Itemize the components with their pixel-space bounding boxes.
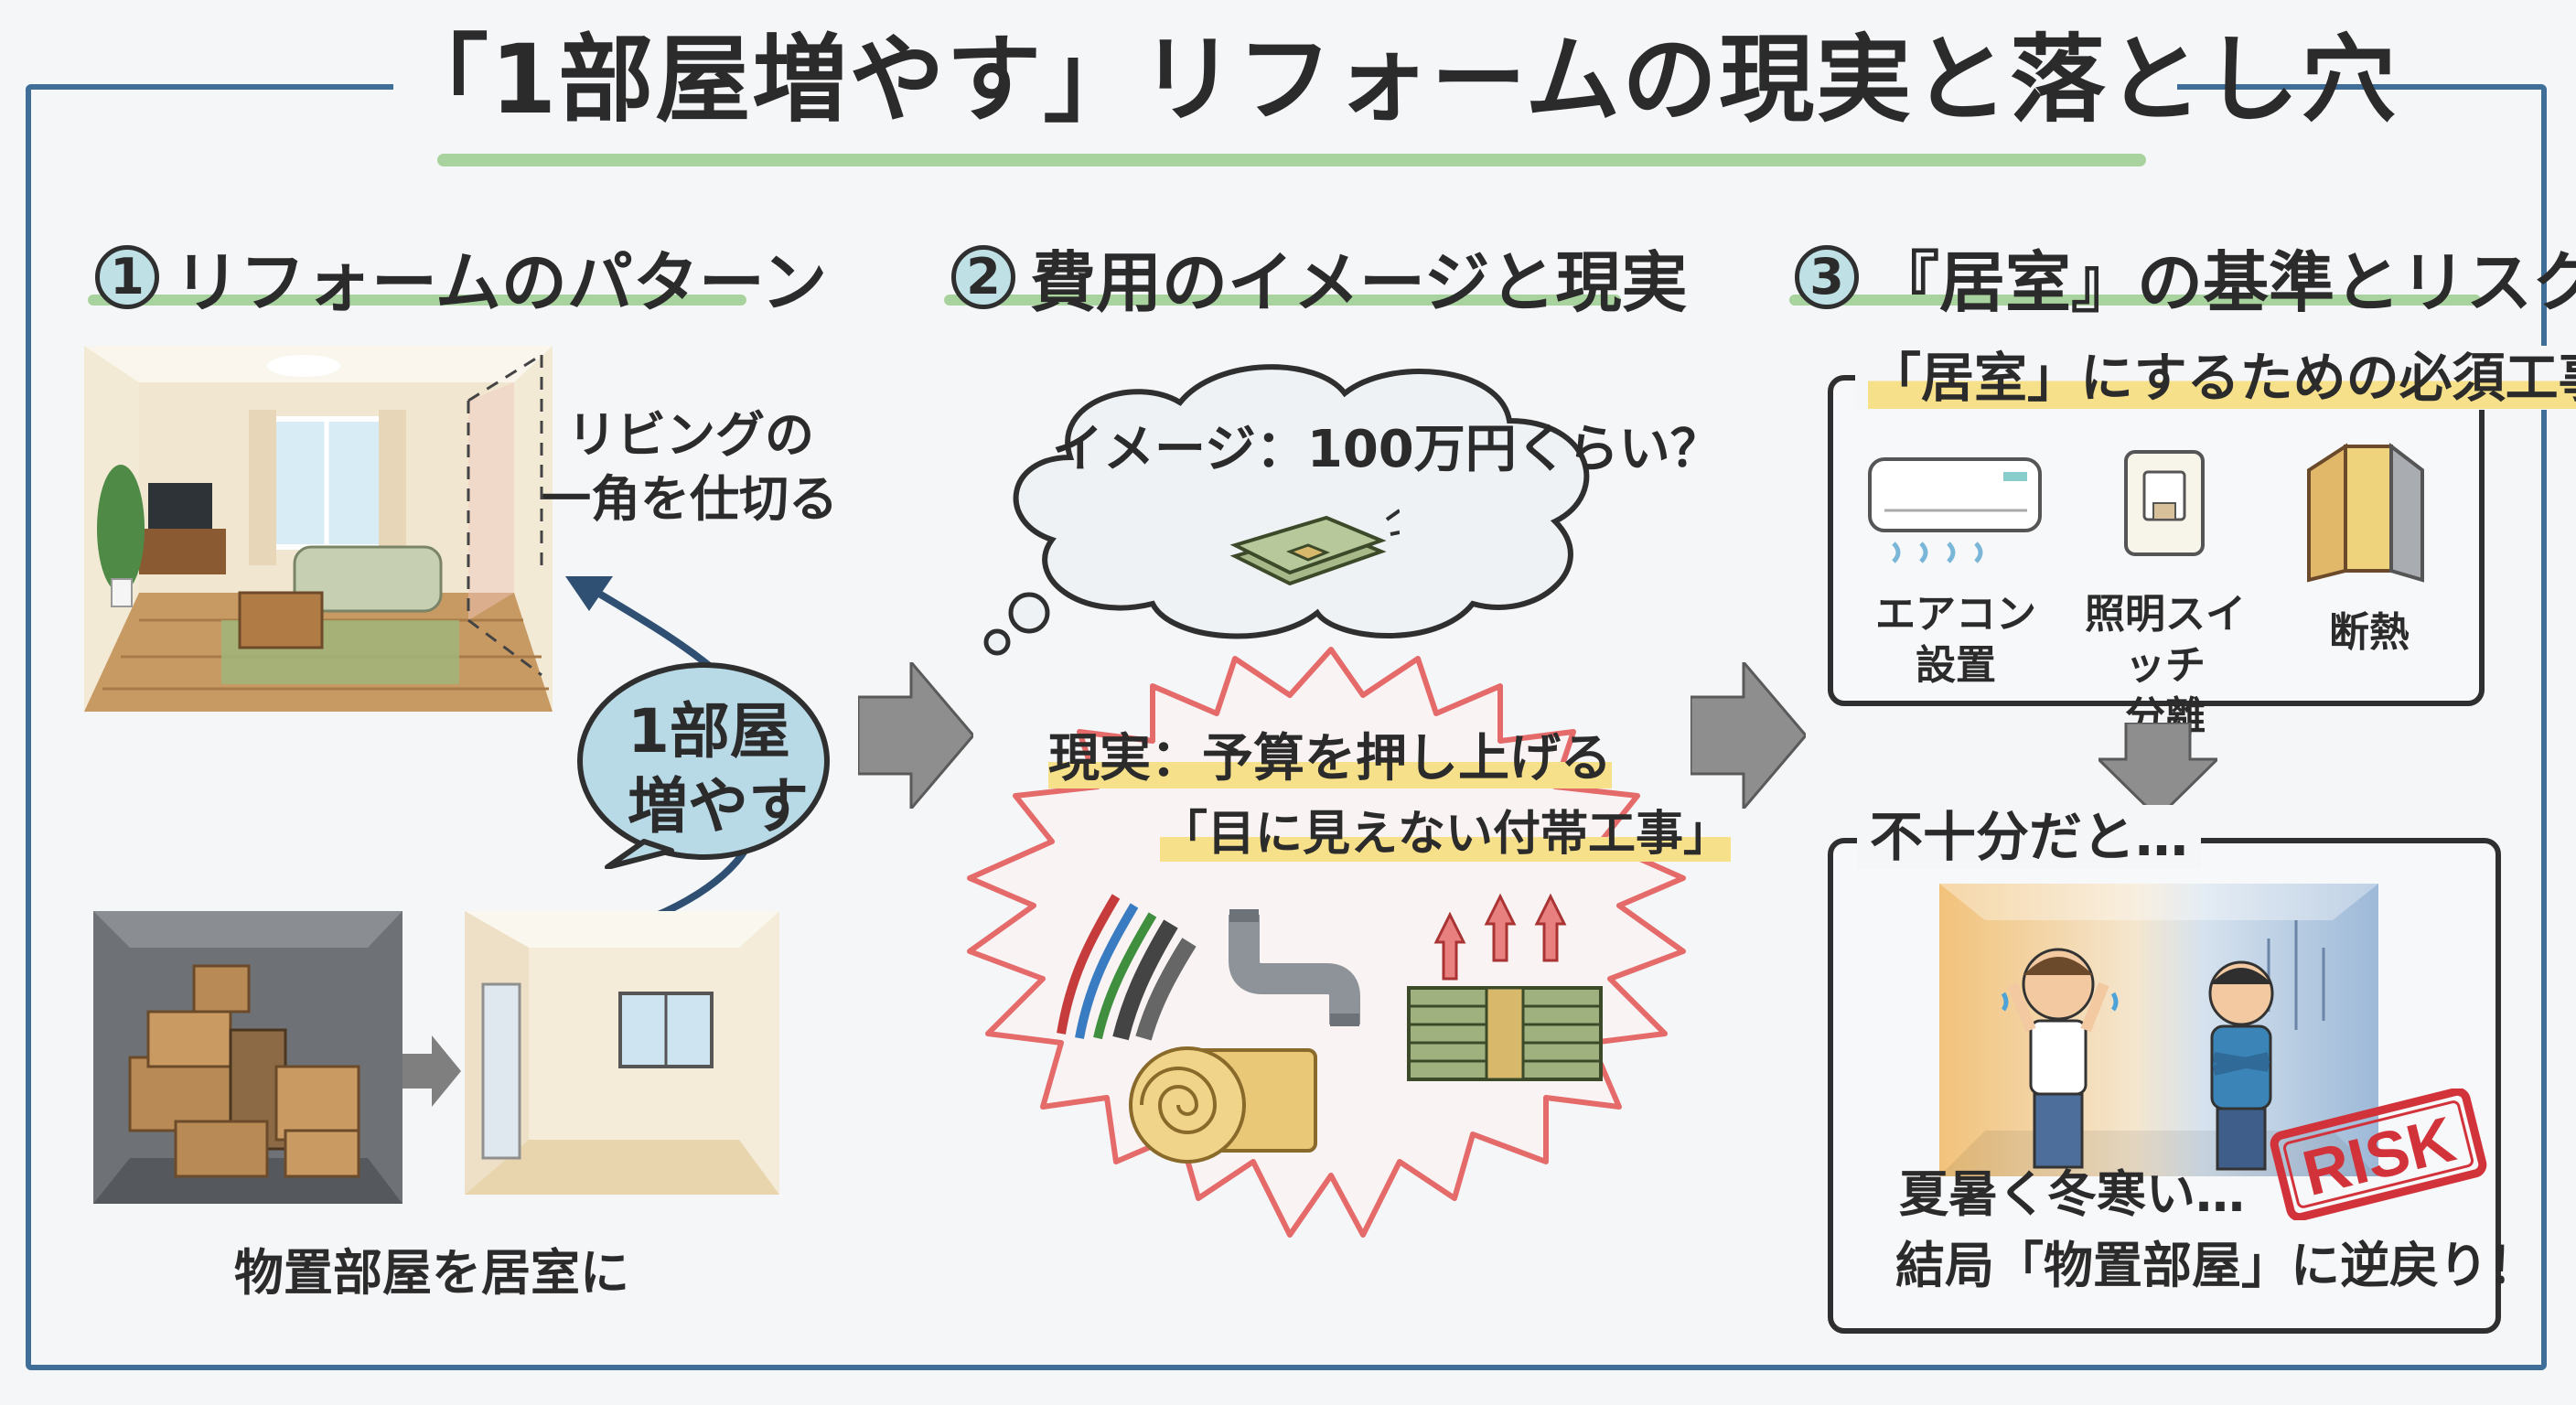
- section3-heading-text: 『居室』の基準とリスク: [1873, 244, 2576, 321]
- center-bubble-line1: 1部屋: [628, 696, 790, 767]
- title-underline: [437, 154, 2146, 166]
- section2-heading-text: 費用のイメージと現実: [1030, 244, 1688, 321]
- section2-underline: [944, 295, 1621, 306]
- cold-hot-room-illustration: [1939, 884, 2378, 1176]
- result-line2: 結局「物置部屋」に逆戻り！: [1895, 1237, 2538, 1294]
- reality-line1-text: 現実：予算を押し上げる: [1048, 729, 1612, 788]
- item-aircon-line2: 設置: [1916, 642, 1996, 689]
- reality-line2-text: 「目に見えない付帯工事」: [1160, 807, 1732, 862]
- pipe-icon: [1229, 909, 1360, 1026]
- arrow-right-icon: [858, 662, 973, 809]
- living-label-line2: 一角を仕切る: [542, 470, 838, 528]
- section3-heading: 3 『居室』の基準とリスク: [1795, 229, 2576, 325]
- light-switch-icon: [2124, 450, 2205, 556]
- insufficient-title: 不十分だと…: [1857, 805, 2202, 869]
- section1-number: 1: [95, 244, 159, 309]
- cables-icon: [1057, 894, 1197, 1041]
- section3-number: 3: [1795, 244, 1859, 309]
- section2-heading: 2 費用のイメージと現実: [951, 229, 1688, 325]
- air-conditioner-icon: [1868, 457, 2042, 563]
- required-works-title-text: 「居室」にするための必須工事: [1868, 347, 2576, 409]
- section3-underline: [1789, 295, 2481, 306]
- section1-heading: 1 リフォームのパターン: [95, 229, 827, 325]
- item-insulation-label: 断熱: [2305, 607, 2433, 659]
- page-title: 「1部屋増やす」リフォームの現実と落とし穴: [393, 20, 2396, 139]
- rising-cost-icon: [1407, 893, 1603, 1081]
- item-aircon-line1: エアコン: [1875, 591, 2036, 638]
- insulation-roll-icon: [1129, 1046, 1317, 1164]
- reality-line1: 現実：予算を押し上げる: [1048, 728, 1612, 790]
- risk-stamp-text: RISK: [2296, 1103, 2462, 1209]
- living-room-illustration: [84, 346, 553, 712]
- risk-stamp: RISK: [2270, 1089, 2487, 1220]
- required-works-title: 「居室」にするための必須工事: [1855, 346, 2576, 410]
- item-insulation-line1: 断熱: [2329, 609, 2410, 656]
- thought-cloud: [983, 364, 1590, 656]
- small-arrow-icon: [402, 1035, 461, 1107]
- center-bubble-line2: 増やす: [628, 771, 809, 842]
- item-switch-line1: 照明スイッチ: [2085, 591, 2246, 689]
- storage-label: 物置部屋を居室に: [234, 1244, 629, 1302]
- section1-heading-text: リフォームのパターン: [174, 244, 828, 321]
- arrow-down-icon: [2098, 723, 2217, 818]
- reality-line2: 「目に見えない付帯工事」: [1160, 803, 1732, 865]
- item-aircon-label: エアコン 設置: [1866, 589, 2045, 692]
- section2-number: 2: [951, 244, 1015, 309]
- money-stack-icon: [1229, 509, 1400, 586]
- image-text: イメージ：100万円くらい？: [1052, 420, 1722, 479]
- empty-room-illustration: [465, 911, 779, 1195]
- section1-underline: [88, 295, 746, 306]
- result-line1: 夏暑く冬寒い…: [1899, 1165, 2245, 1223]
- living-label-line1: リビングの: [567, 406, 814, 464]
- insulation-icon: [2307, 443, 2424, 583]
- storage-room-illustration: [93, 911, 402, 1204]
- item-switch-label: 照明スイッチ 分離: [2069, 589, 2261, 743]
- arrow-right-icon-2: [1690, 662, 1806, 809]
- center-bubble: [577, 662, 830, 869]
